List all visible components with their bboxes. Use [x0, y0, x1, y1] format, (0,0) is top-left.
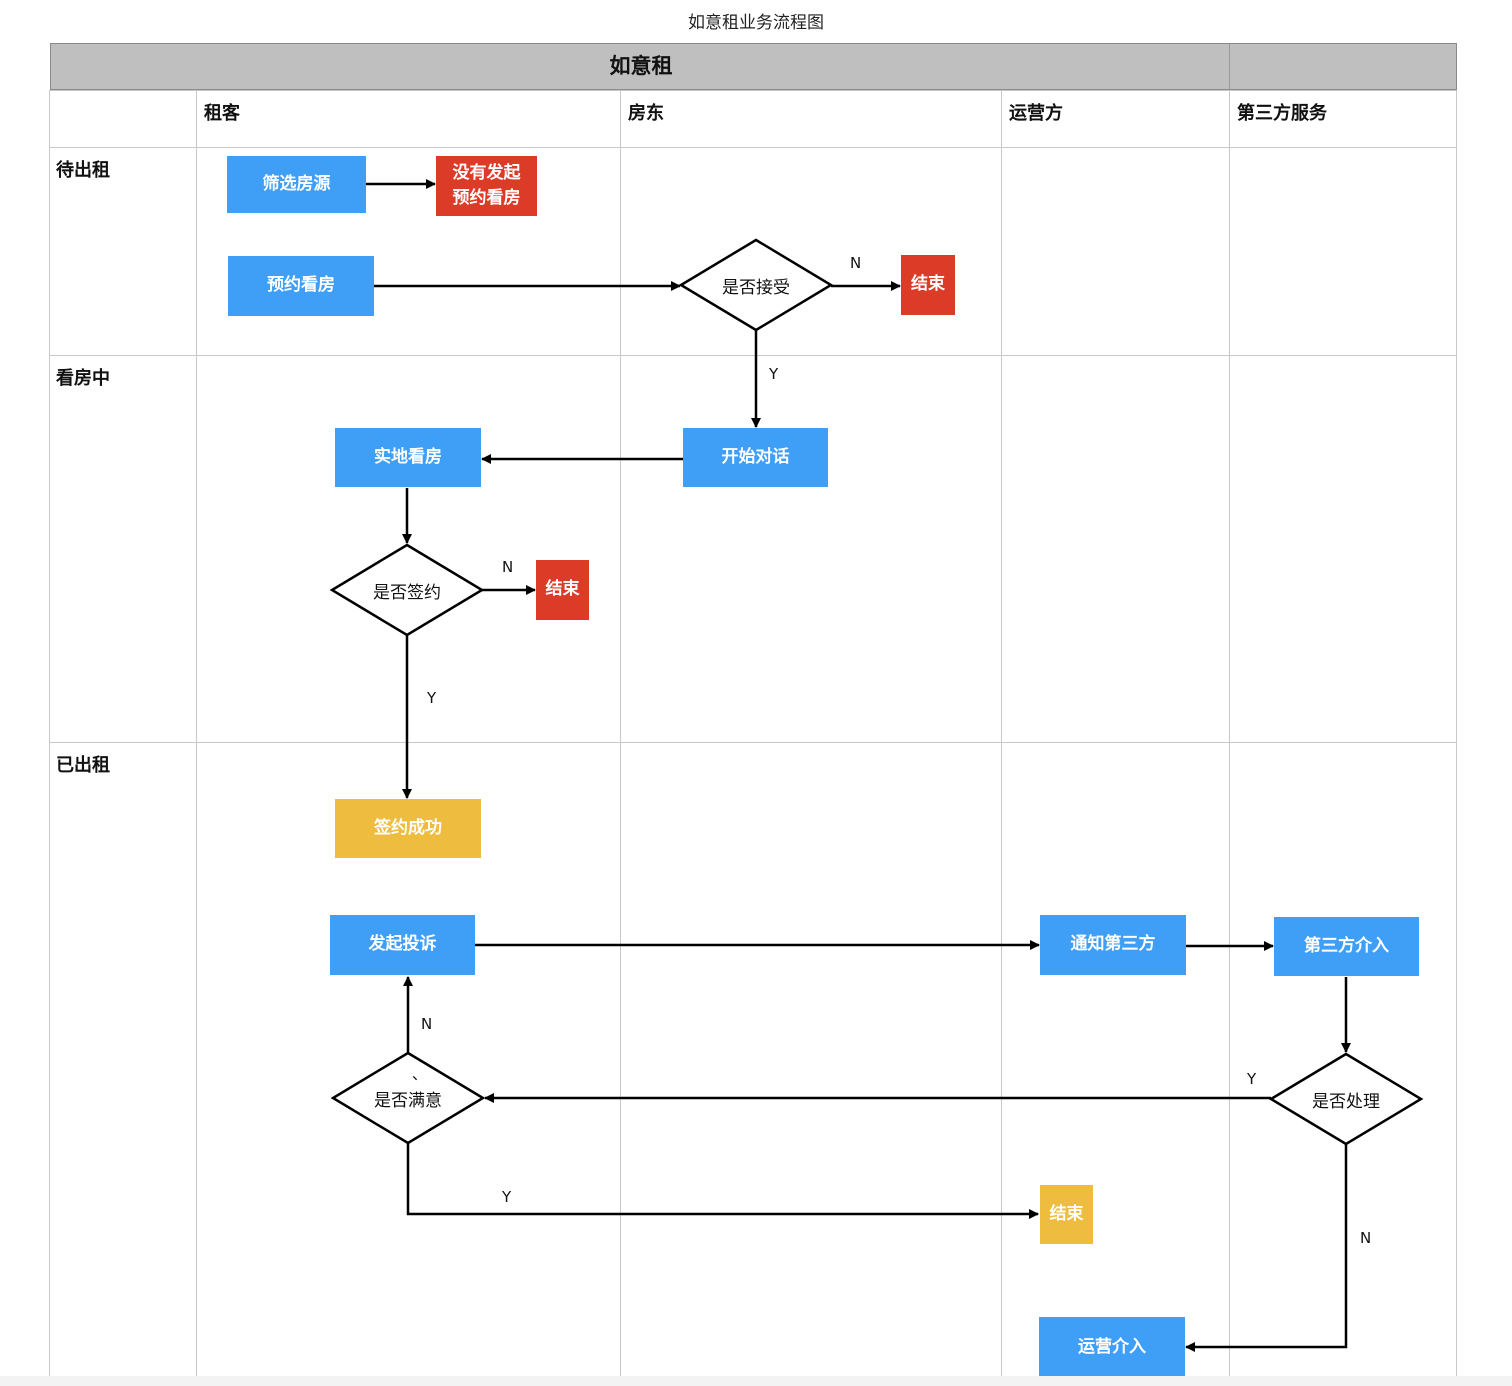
node-third-party-intervene: 第三方介入 [1274, 917, 1419, 976]
node-file-complaint: 发起投诉 [330, 915, 475, 975]
label-stray-mark: 、 [412, 1065, 428, 1083]
label-accept-no: N [850, 254, 862, 272]
node-sign-success: 签约成功 [335, 799, 481, 858]
stage-viewing: 看房中 [56, 368, 110, 389]
role-tenant: 租客 [204, 103, 240, 124]
pool-header-divider [1229, 44, 1230, 89]
node-book-viewing: 预约看房 [228, 256, 374, 316]
stage-rented: 已出租 [56, 755, 110, 776]
node-notify-third-party: 通知第三方 [1040, 915, 1186, 975]
node-filter-listing: 筛选房源 [227, 156, 366, 213]
label-handled-yes: Y [1247, 1070, 1257, 1088]
label-satisfied-yes: Y [502, 1188, 512, 1206]
label-sign-yes: Y [427, 689, 437, 707]
decision-sign-label: 是否签约 [373, 582, 441, 603]
node-end-3: 结束 [1040, 1185, 1093, 1244]
grid-row-3 [50, 742, 1457, 743]
grid-outer-right [1456, 90, 1457, 1382]
grid-row-roles [50, 90, 1457, 91]
grid-row-1 [50, 147, 1457, 148]
node-start-chat: 开始对话 [683, 428, 828, 487]
stage-for-rent: 待出租 [56, 160, 110, 181]
label-handled-no: N [1360, 1229, 1372, 1247]
edge-handled-no [1185, 1144, 1348, 1352]
label-accept-yes: Y [769, 365, 779, 383]
label-sign-no: N [502, 558, 514, 576]
bottom-edge [0, 1376, 1512, 1386]
node-end-1: 结束 [901, 255, 955, 315]
pool-header: 如意租 [50, 43, 1457, 90]
decision-handled-label: 是否处理 [1312, 1091, 1380, 1112]
node-onsite-viewing: 实地看房 [335, 428, 481, 487]
grid-lane-divider-3 [1229, 90, 1230, 1382]
role-operator: 运营方 [1009, 103, 1063, 124]
node-end-2: 结束 [536, 560, 589, 620]
decision-satisfied-label: 是否满意 [374, 1090, 442, 1111]
grid-row-2 [50, 355, 1457, 356]
page-title: 如意租业务流程图 [688, 13, 824, 33]
node-ops-intervene: 运营介入 [1039, 1317, 1185, 1378]
node-no-booking-line2: 预约看房 [452, 188, 521, 208]
edge-satisfied-yes [406, 1143, 1039, 1219]
grid-stage-divider [196, 90, 197, 1382]
node-no-booking-line1: 没有发起 [452, 162, 521, 183]
decision-accept-label: 是否接受 [722, 277, 790, 298]
grid-outer-left [49, 90, 50, 1382]
pool-title: 如意租 [609, 54, 673, 78]
grid-lane-divider-2 [1001, 90, 1002, 1382]
grid-lane-divider-1 [620, 90, 621, 1382]
role-third-party: 第三方服务 [1237, 103, 1327, 124]
node-no-booking: 没有发起 预约看房 [436, 156, 537, 216]
role-landlord: 房东 [628, 103, 664, 124]
label-satisfied-no: N [421, 1015, 433, 1033]
